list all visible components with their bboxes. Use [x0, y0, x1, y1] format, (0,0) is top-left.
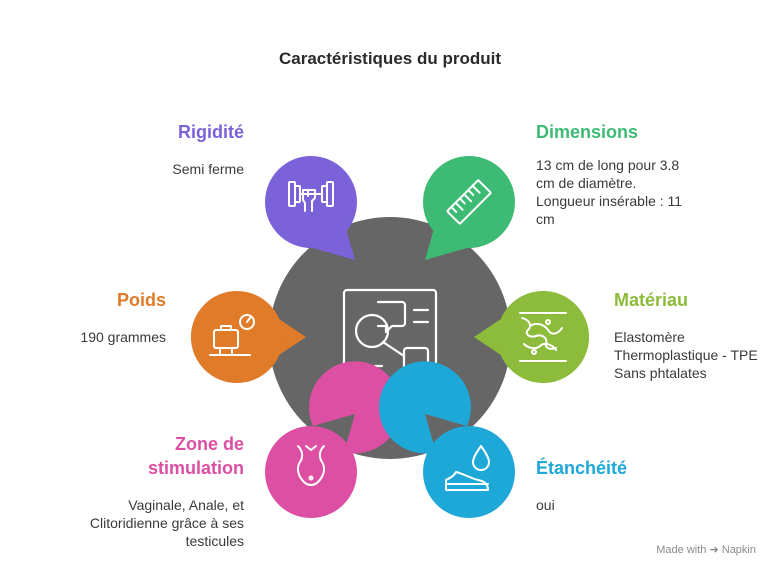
materiau-label: Matériau [614, 290, 689, 310]
rigidite-label: Rigidité [178, 122, 244, 142]
zone-label: Zone de stimulation [147, 434, 244, 478]
poids-label: Poids [116, 290, 166, 310]
dimensions-label: Dimensions [536, 122, 639, 142]
etancheite-bubble [378, 361, 471, 454]
zone-bubble [309, 361, 402, 454]
etancheite-label: Étanchéité [536, 458, 628, 478]
napkin-brand: Napkin [721, 544, 756, 556]
page-title: Caractéristiques du produit [279, 49, 501, 68]
body-icon [296, 445, 326, 486]
rigidite-desc: Semi ferme [172, 161, 244, 177]
etancheite-desc: oui [536, 497, 555, 513]
poids-desc: 190 grammes [80, 329, 166, 345]
water-drop-icon [445, 445, 490, 491]
dumbbell-hand-icon [288, 181, 334, 212]
scale-icon [209, 314, 255, 356]
zone-desc: Vaginale, Anale, et Clitoridienne grâce … [89, 497, 244, 549]
napkin-logo-icon: ➜ [709, 544, 719, 556]
material-icon [519, 312, 567, 362]
materiau-desc: Elastomère Thermoplastique - TPE Sans ph… [614, 329, 758, 381]
made-with-text: Made with [656, 544, 707, 556]
ruler-icon [446, 179, 492, 225]
napkin-footer: Made with ➜ Napkin [656, 543, 756, 556]
dimensions-desc: 13 cm de long pour 3.8 cm de diamètre. L… [536, 157, 683, 227]
